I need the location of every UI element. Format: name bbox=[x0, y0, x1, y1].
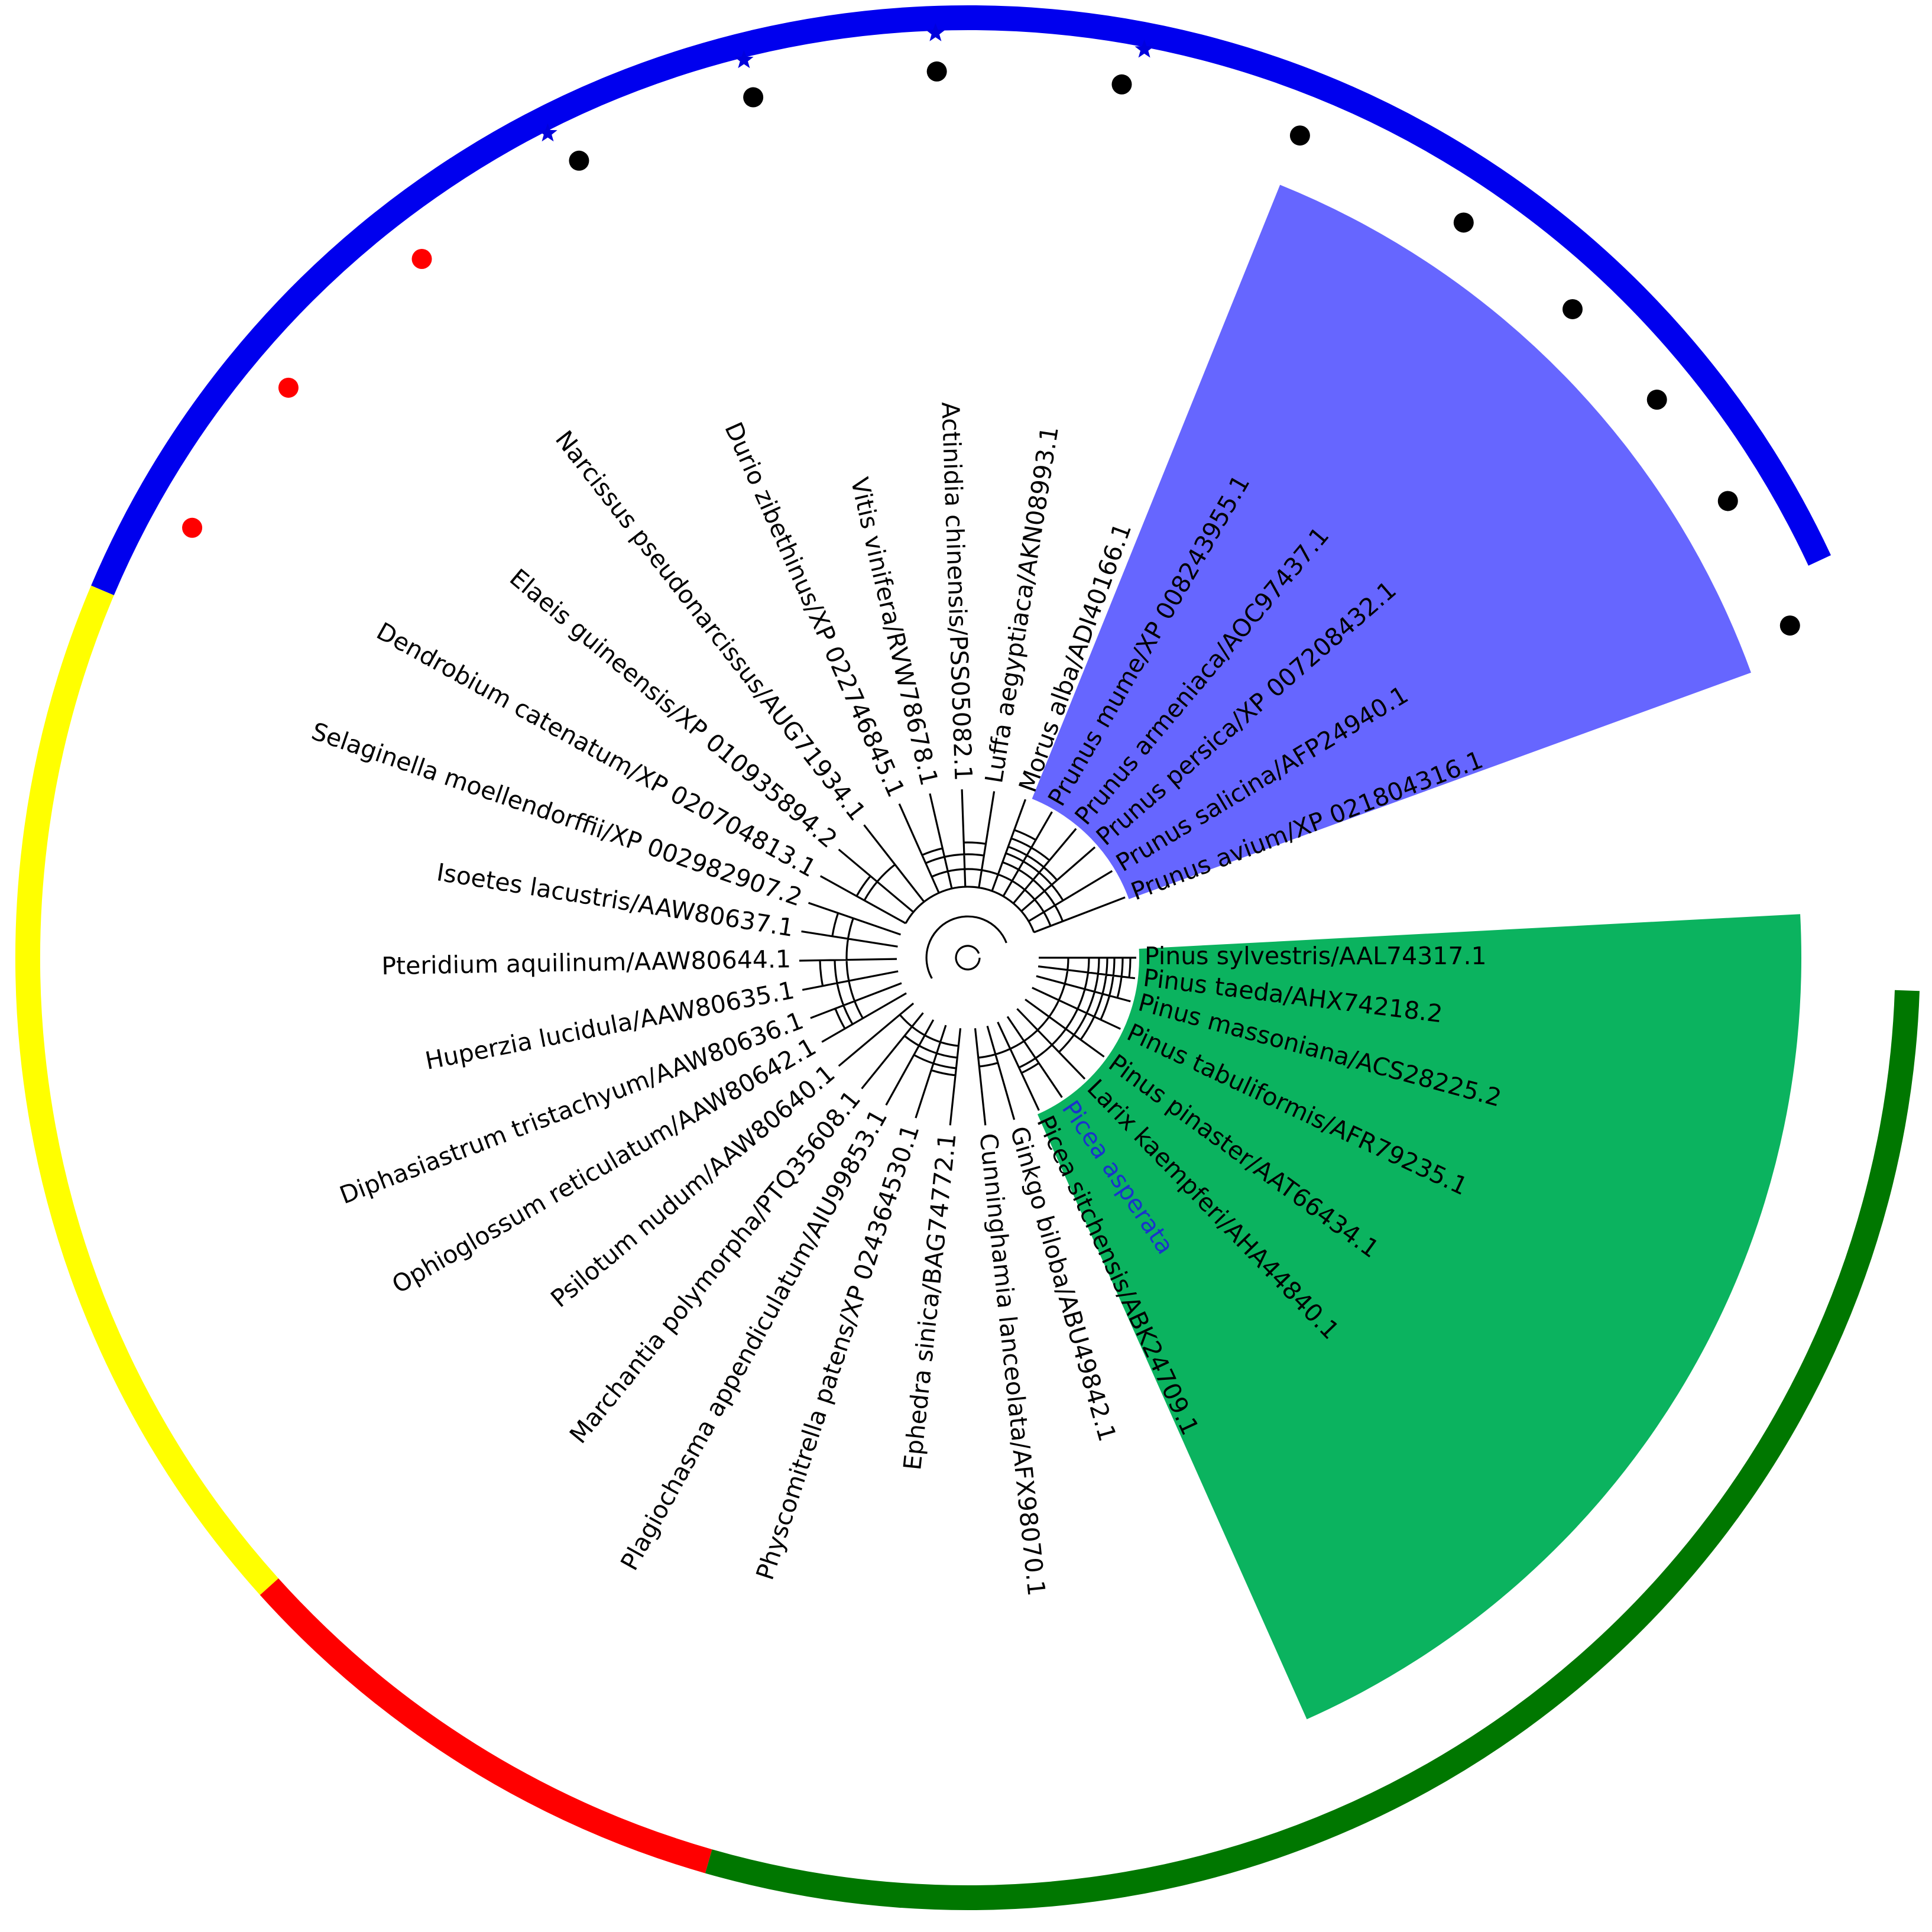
leaf-label-18: Huperzia lucidula/AAW80635.1 bbox=[423, 976, 796, 1075]
ring-segment-2 bbox=[15, 585, 279, 1595]
ring-segment-1 bbox=[91, 5, 1831, 595]
marker-dot-8 bbox=[926, 61, 947, 82]
outer-ring bbox=[15, 5, 1920, 1910]
clade-sector-rosaceae bbox=[1032, 184, 1751, 899]
branch-lines bbox=[799, 789, 1136, 1126]
marker-star-5 bbox=[538, 123, 557, 142]
leaf-markers bbox=[182, 23, 1800, 636]
ring-segment-3 bbox=[260, 1578, 712, 1873]
marker-dot-15 bbox=[1646, 390, 1667, 410]
ring-segment-4 bbox=[705, 990, 1920, 1910]
marker-star-11 bbox=[1134, 39, 1154, 58]
marker-star-7 bbox=[734, 50, 754, 69]
leaf-label-1: Pinus sylvestris/AAL74317.1 bbox=[1145, 942, 1487, 970]
marker-star-9 bbox=[926, 23, 945, 41]
marker-dot-1 bbox=[182, 517, 203, 538]
marker-dot-4 bbox=[569, 150, 589, 171]
leaf-label-27: Actinidia chinensis/PSS05082.1 bbox=[936, 401, 977, 782]
marker-dot-12 bbox=[1289, 125, 1310, 146]
marker-dot-6 bbox=[743, 87, 764, 108]
marker-dot-10 bbox=[1111, 74, 1132, 95]
marker-dot-2 bbox=[278, 377, 299, 398]
clade-highlights bbox=[1032, 184, 1801, 1720]
leaf-label-19: Pteridium aquilinum/AAW80644.1 bbox=[381, 945, 791, 980]
marker-dot-3 bbox=[411, 248, 432, 269]
clade-sector-pinaceae bbox=[1037, 914, 1801, 1720]
tree-branches bbox=[799, 789, 1136, 1126]
marker-dot-14 bbox=[1562, 299, 1583, 319]
marker-dot-16 bbox=[1717, 491, 1738, 511]
marker-dot-13 bbox=[1453, 212, 1474, 233]
marker-dot-17 bbox=[1779, 615, 1800, 636]
